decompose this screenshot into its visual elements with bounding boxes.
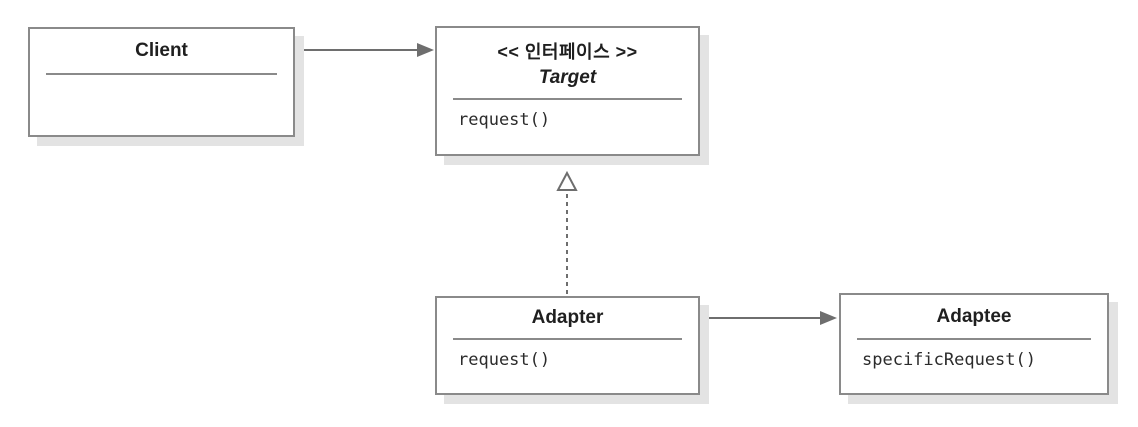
class-methods: request() — [437, 340, 698, 371]
class-name: Target — [538, 66, 597, 88]
class-box-client: Client — [28, 27, 295, 137]
filled-arrowhead-icon — [417, 43, 434, 57]
class-header: Client — [30, 29, 293, 73]
hollow-triangle-arrowhead-icon — [556, 170, 578, 191]
class-box-target: << 인터페이스 >> Target request() — [435, 26, 700, 156]
class-method: specificRequest() — [862, 350, 1036, 370]
realization-adapter-target — [556, 170, 578, 294]
class-method: request() — [458, 350, 551, 370]
class-box-adaptee: Adaptee specificRequest() — [839, 293, 1109, 395]
class-methods: specificRequest() — [841, 340, 1107, 371]
class-divider — [857, 338, 1091, 340]
class-divider — [46, 73, 277, 75]
class-box-adapter: Adapter request() — [435, 296, 700, 395]
class-method: request() — [458, 110, 551, 130]
filled-arrowhead-icon — [820, 311, 837, 325]
class-name: Adaptee — [936, 305, 1012, 327]
class-divider — [453, 338, 682, 340]
class-stereotype: << 인터페이스 >> — [497, 41, 638, 62]
class-name: Client — [135, 40, 188, 61]
class-header: << 인터페이스 >> Target — [437, 28, 698, 98]
class-header: Adapter — [437, 298, 698, 338]
class-name: Adapter — [531, 307, 604, 328]
class-header: Adaptee — [841, 295, 1107, 338]
association-adapter-adaptee — [703, 311, 837, 325]
class-methods: request() — [437, 100, 698, 131]
association-client-target — [296, 43, 434, 57]
class-divider — [453, 98, 682, 100]
class-methods-empty — [30, 75, 293, 84]
